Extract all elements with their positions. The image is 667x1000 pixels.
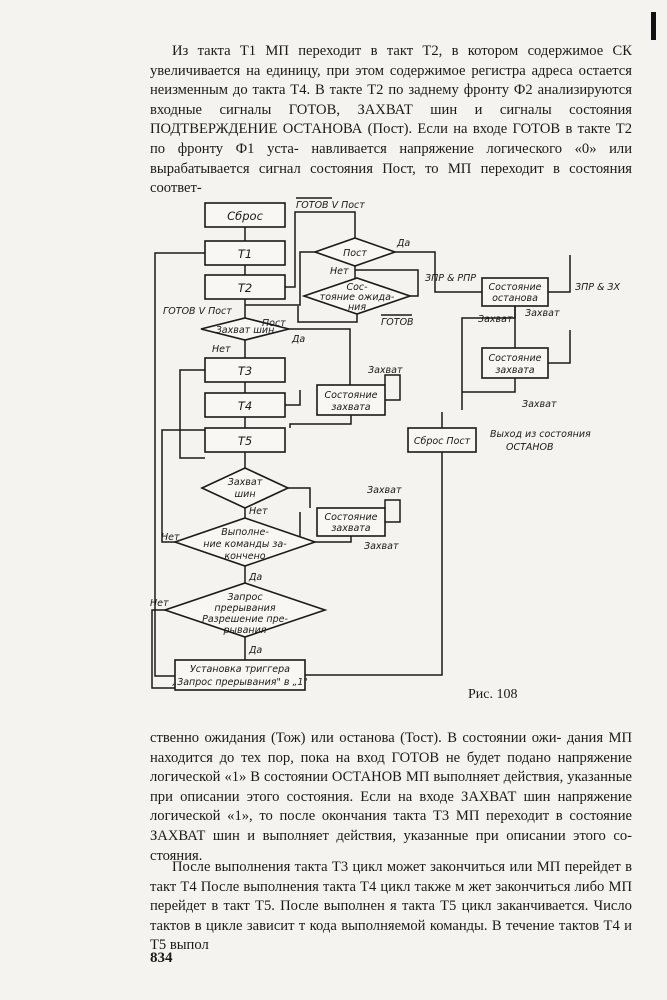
text-line: жет закончиться либо МП перейдет в такт … (150, 878, 632, 915)
label-wait-3: ния (348, 302, 366, 313)
label-halt-state-1: Состояние (489, 282, 542, 293)
text-line: выполняет действия, указанные при описан… (150, 769, 632, 805)
label-hold-bus-2-1: Захват (228, 477, 263, 488)
label-hold-6: Захват (364, 541, 399, 552)
figure-caption: Рис. 108 (468, 687, 518, 702)
text-line: Если на входе ЗАХВАТ шин напряжение логи… (150, 788, 632, 825)
label-exit-halt-1: Выход из состояния (490, 429, 591, 440)
decision-exec-done (172, 517, 318, 567)
page-number: 834 (150, 950, 173, 966)
label-hold-2: Захват (525, 308, 560, 319)
label-yes-hold-bus: Да (291, 334, 305, 345)
label-int-4: рывания (222, 625, 266, 636)
label-ready-or-not-post: ГОТОВ V Пост (163, 306, 232, 317)
label-wait-2: тояние ожида- (320, 292, 395, 303)
label-no-post: Нет (330, 266, 349, 277)
text-line: после окончания такта T3 МП переходит в … (150, 808, 632, 844)
label-yes-exec: Да (248, 572, 262, 583)
text-line: Из такта T1 МП переходит в такт T2, в ко… (172, 43, 604, 59)
label-t1: T1 (238, 247, 252, 261)
label-t4: T4 (238, 399, 252, 413)
label-hold-bus-2-no: Нет (249, 506, 268, 517)
label-not-ready-or-post: ГОТОВ V Пост (296, 200, 365, 211)
label-no-exec: Нет (161, 532, 180, 543)
flowchart-figure: Сброс T1 T2 T3 T4 T5 Пост Сос- тояние ож… (150, 197, 621, 702)
label-reset: Сброс (227, 209, 263, 223)
text-line: (Пост). Если на входе ГОТОВ в такте T2 п… (150, 121, 633, 157)
label-gotov-wait: ГОТОВ (381, 317, 414, 328)
decision-hold-bus (200, 317, 290, 341)
paragraph-bottom: После выполнения такта T3 цикл может зак… (150, 858, 632, 956)
box-set-trigger (174, 659, 306, 691)
text-line: такта T5 цикл заканчивается. Число такто… (150, 898, 632, 934)
label-hold-3: Захват (522, 399, 557, 410)
label-yes-int: Да (248, 645, 262, 656)
label-hold-1: Захват (478, 314, 513, 325)
text-line: подано напряжение логической «1» В состо… (150, 749, 632, 786)
text-line: фронту Ф2 анализируются входные сигналы … (150, 82, 632, 118)
label-halt-state-2: останова (492, 293, 538, 304)
label-hold-bus-2-2: шин (234, 489, 255, 500)
label-exec-1: Выполне- (221, 527, 269, 538)
text-line: кода выполняемой команды. В течение такт… (150, 917, 632, 954)
label-no-int: Нет (150, 598, 169, 609)
label-t2: T2 (238, 281, 252, 295)
text-line: дания МП находится до тех пор, пока на в… (150, 730, 632, 766)
text-line: сигнал состояния Пост, то МП переходит в… (150, 160, 632, 197)
label-hold-state-c-2: захвата (495, 365, 534, 376)
decision-hold-bus-2 (200, 467, 290, 509)
label-reset-halt: Сброс Пост (414, 436, 471, 447)
label-no-hold-bus: Нет (212, 344, 231, 355)
paragraph-middle: ственно ожидания (Тож) или останова (Тос… (150, 729, 632, 866)
label-exit-halt-2: ОСТАНОВ (506, 442, 554, 453)
label-t3: T3 (238, 364, 252, 378)
text-line: навливается напряжение логического «0» и… (150, 140, 633, 177)
text-line: После выполнения такта T3 цикл может зак… (172, 859, 561, 875)
label-zpr-zx: ЗПР & ЗХ (575, 282, 621, 293)
label-wait-1: Сос- (346, 282, 368, 293)
label-int-3: Разрешение пре- (202, 614, 288, 625)
label-hold-4: Захват (368, 365, 403, 376)
label-exec-2: ние команды за- (203, 539, 287, 550)
label-post-wait: Пост (262, 318, 286, 329)
label-int-1: Запрос (227, 592, 263, 603)
box-t3 (204, 357, 286, 383)
decision-interrupt (162, 582, 328, 638)
label-set-trigger-1: Установка триггера (190, 664, 290, 675)
label-hold-bus: Захват шин (216, 325, 275, 336)
text-line: шин и выполняет действия, указанные при … (212, 827, 632, 844)
text-line: СК увеличивается на единицу, при этом со… (150, 43, 632, 79)
text-line: адреса остается неизменным до такта T4. … (150, 62, 633, 99)
text-line: шин и сигналы состояния ПОДТВЕРЖДЕНИЕ ОС… (150, 101, 632, 138)
label-set-trigger-2: „Запрос прерывания" в „1" (172, 677, 308, 688)
label-hold-5: Захват (367, 485, 402, 496)
label-exec-3: кончено (224, 551, 265, 562)
paragraph-top: Из такта T1 МП переходит в такт T2, в ко… (150, 42, 632, 199)
label-t5: T5 (238, 434, 252, 448)
label-hold-state-a-1: Состояние (325, 390, 378, 401)
text-line: ственно ожидания (Тож) или останова (Тос… (150, 730, 562, 746)
label-int-2: прерывания (214, 603, 275, 614)
label-zpr-rpr: ЗПР & РПР (425, 273, 476, 284)
box-reset-halt (407, 427, 477, 453)
box-hold-state-a (316, 384, 386, 416)
text-line: перейдет в такт T4 После выполнения такт… (150, 859, 632, 895)
label-hold-state-a-2: захвата (331, 402, 370, 413)
page-edge-mark (651, 12, 656, 40)
label-hold-state-c-1: Состояние (489, 353, 542, 364)
label-hold-state-b-1: Состояние (325, 512, 378, 523)
text-line: стояния. (150, 847, 203, 864)
label-decision-post: Пост (343, 248, 367, 259)
box-t5 (204, 427, 286, 453)
box-hold-state-c (481, 347, 549, 379)
label-yes-post: Да (396, 238, 410, 249)
label-hold-state-b-2: захвата (331, 523, 370, 534)
